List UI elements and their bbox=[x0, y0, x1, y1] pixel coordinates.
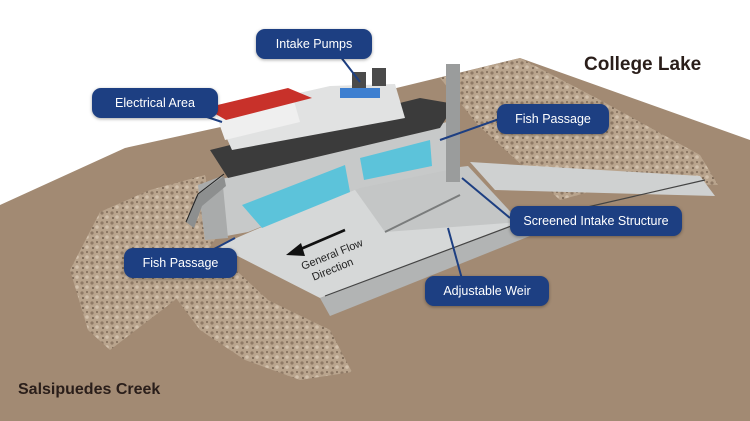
place-label-salsipuedes-creek: Salsipuedes Creek bbox=[18, 381, 161, 398]
pump-room bbox=[215, 84, 405, 150]
upstream-channel bbox=[470, 162, 715, 196]
stairway bbox=[186, 176, 226, 228]
screen-bay-water bbox=[360, 140, 432, 180]
flow-arrow bbox=[286, 228, 346, 256]
electrical-roof bbox=[205, 88, 312, 120]
stair-rail bbox=[185, 173, 225, 223]
callout-fish-passage-lower: Fish Passage bbox=[124, 248, 237, 278]
weir-crest bbox=[384, 194, 461, 233]
callout-electrical-area: Electrical Area bbox=[92, 88, 218, 118]
intake-tower bbox=[446, 64, 460, 182]
callout-fish-passage-upper: Fish Passage bbox=[497, 104, 609, 134]
intake-pipe bbox=[340, 88, 380, 98]
lower-embankment bbox=[170, 260, 352, 380]
pump-motor-2 bbox=[372, 68, 386, 86]
callout-screened-intake-structure: Screened Intake Structure bbox=[510, 206, 682, 236]
fish-passage-basin bbox=[242, 165, 350, 228]
callout-adjustable-weir: Adjustable Weir bbox=[425, 276, 549, 306]
place-label-college-lake: College Lake bbox=[584, 54, 702, 75]
channel-wall-right bbox=[320, 222, 535, 316]
weir-deck bbox=[348, 166, 520, 232]
callout-intake-pumps: Intake Pumps bbox=[256, 29, 372, 59]
